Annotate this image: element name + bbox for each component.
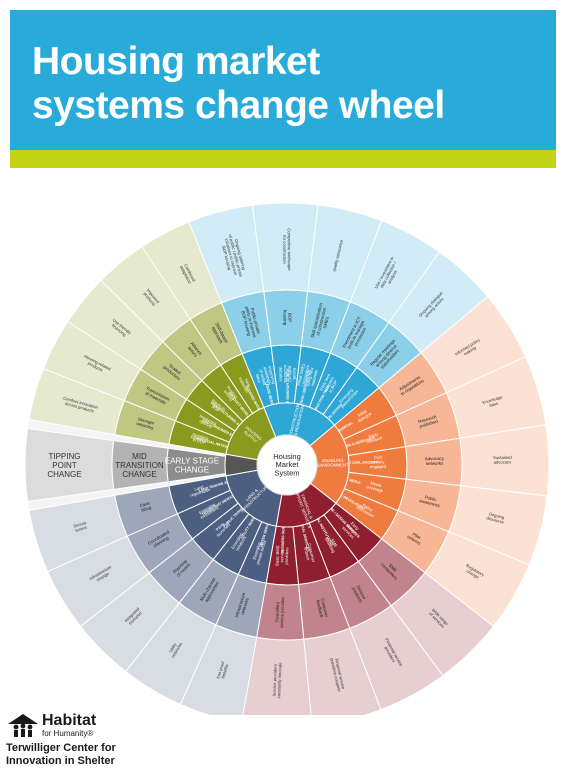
wedge-text-early: Retailersto BOP: [191, 432, 210, 446]
wedge-tip-slate: [28, 494, 128, 573]
wedge-text-early: Consumerfinance: [302, 543, 316, 565]
wedge-text-mid: Advocacynetworks: [425, 456, 445, 466]
center-line-1: Terwilliger Center for: [6, 742, 116, 754]
logo-name: Habitat: [42, 712, 97, 729]
wedge-text-early: Small SMEs/ renovatorsusing newmaterials: [296, 363, 320, 390]
wedge-text-mid: Strongernetworks: [136, 416, 156, 430]
sector-label-orange: ENABLINGENVIRONMENT: [317, 458, 349, 468]
title-line-1: Housing market: [32, 40, 320, 83]
wedge-text-mid: Customerfeedback: [315, 598, 329, 619]
wedge-name: BUSINESS SERVICES: [281, 516, 286, 554]
wedge-text-mid: Publicawareness: [419, 493, 443, 508]
logo-subname: for Humanity®: [42, 729, 94, 738]
wedge-text-tip: Service providersconstantly innovate: [272, 662, 283, 699]
wedge-tip-olive: [141, 221, 223, 320]
wedge-text-mid: Researchpublished: [418, 414, 439, 429]
wedge-text-tip: Iron proofbenefits: [215, 660, 230, 681]
wedge-text-mid: Public-privatepilots to improveBOP housi…: [240, 305, 263, 340]
wedge-text-early: Landregistration: [188, 482, 211, 497]
wedge-text-early: Social,political /economicdebates: [278, 365, 297, 383]
wedge-text-early: Improvingavailabilityof skilledlabor: [254, 365, 277, 389]
wedge-text-tip: Ongoingdiscourse: [486, 511, 506, 525]
wedge-text-early: Mediacoverage: [366, 480, 386, 494]
habitat-logo: Habitat for Humanity® Terwilliger Center…: [6, 712, 146, 770]
wedge-text-early: Earlyresearch: [365, 430, 384, 444]
center-line-2: Innovation in Shelter: [6, 755, 115, 767]
wedge-name: PUBLIC HOUSING INITIATIVES: [285, 369, 289, 422]
wedge-text-tip: Competitive landscapefor construction: [282, 228, 292, 271]
wheel-center: [256, 434, 318, 496]
wedge-text-mid: BOPhousing: [282, 310, 292, 326]
header-banner: Housing market systems change wheel: [10, 10, 556, 150]
house-people-icon: [8, 714, 38, 737]
page-title: Housing market systems change wheel: [32, 40, 445, 128]
title-line-2: systems change wheel: [32, 84, 445, 127]
center-name: Terwilliger Center for Innovation in She…: [6, 742, 166, 768]
wedge-text-tip: Securetenure: [73, 520, 89, 533]
wedge-text-mid: Cleartitling: [139, 500, 152, 513]
wedge-text-mid: Diversifiedservice provider: [274, 596, 285, 628]
wedge-text-early: Basic BMSserviceproviders: [274, 545, 289, 566]
wedge-text-tip: Sustainedadvocacy: [493, 455, 512, 465]
wedge-name: SOCIAL / CIVIL SOCIETY: [336, 460, 379, 465]
wedge-name: MEDIA: [349, 478, 362, 485]
wedge-text-tip: Knowledgebase: [482, 394, 505, 409]
wedge-text-early: Civilsocietyengaged: [370, 455, 387, 470]
accent-bar: [10, 150, 556, 168]
